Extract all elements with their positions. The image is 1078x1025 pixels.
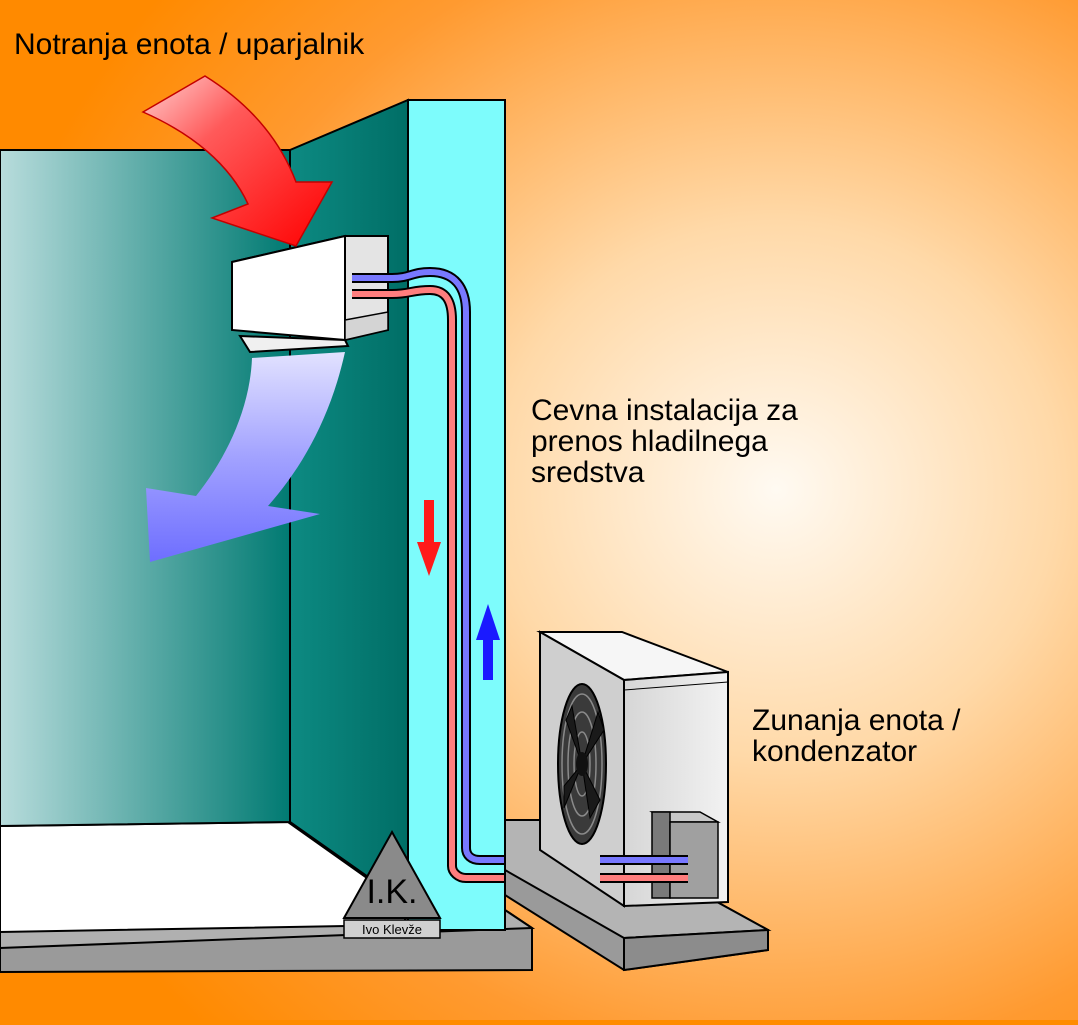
outdoor-unit-label-line-1: Zunanja enota /: [752, 704, 961, 737]
indoor-unit: [231, 234, 389, 354]
piping-label-line-2: prenos hladilnega: [531, 425, 768, 458]
logo-initials: I.K.: [366, 873, 417, 911]
author-logo: I.K. Ivo Klevže: [342, 829, 442, 939]
logo-name: Ivo Klevže: [362, 922, 422, 937]
indoor-unit-label: Notranja enota / uparjalnik: [14, 28, 365, 61]
outdoor-unit-label-line-2: kondenzator: [752, 735, 917, 768]
warm-air-inflow-arrow: [141, 75, 334, 247]
piping-label-line-1: Cevna instalacija za: [531, 394, 798, 427]
up-flow-arrow: [476, 604, 500, 680]
cold-air-flow-arrow: [146, 352, 345, 562]
cold-refrigerant-pipe: [352, 269, 688, 863]
hot-refrigerant-pipe: [352, 287, 688, 881]
down-flow-arrow: [417, 500, 441, 576]
refrigerant-piping: [352, 267, 688, 883]
piping-label-line-3: sredstva: [531, 456, 645, 489]
